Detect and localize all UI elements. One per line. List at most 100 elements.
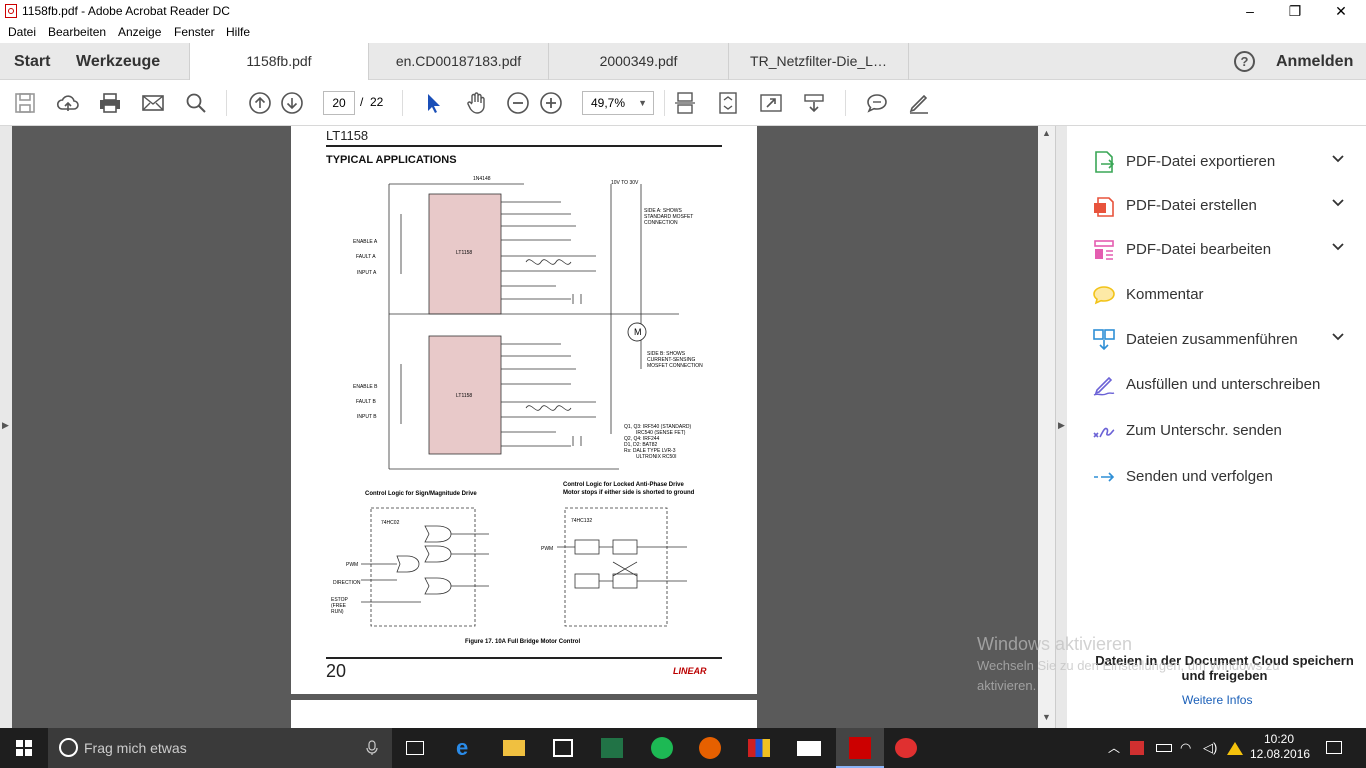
volume-icon[interactable]: ◁): [1203, 740, 1218, 755]
parts-item: IRC540 (SENSE FET): [636, 430, 686, 436]
task-view-icon[interactable]: [404, 728, 428, 768]
tab-tr-netzfilter[interactable]: TR_Netzfilter-Die_L…: [729, 43, 909, 80]
right-logic-title: Control Logic for Locked Anti-Phase Driv…: [563, 482, 684, 488]
zoom-in-icon[interactable]: [539, 91, 563, 115]
excel-icon[interactable]: [601, 728, 625, 768]
previous-page-icon[interactable]: [248, 91, 272, 115]
zoom-level-select[interactable]: 49,7%▼: [582, 91, 654, 115]
menu-hilfe[interactable]: Hilfe: [226, 25, 251, 39]
vertical-scrollbar[interactable]: ▲ ▼: [1038, 126, 1055, 728]
chevron-down-icon[interactable]: [1330, 238, 1346, 254]
next-page-icon[interactable]: [280, 91, 304, 115]
cortana-icon: [59, 738, 78, 757]
show-hidden-icons[interactable]: ︿: [1108, 741, 1121, 755]
maximize-button[interactable]: ❐: [1288, 3, 1302, 19]
tool-combine-files[interactable]: Dateien zusammenführen: [1092, 325, 1362, 355]
chevron-down-icon[interactable]: [1330, 328, 1346, 344]
read-mode-icon[interactable]: [802, 91, 826, 115]
tool-send-track[interactable]: Senden und verfolgen: [1092, 462, 1362, 492]
upload-cloud-icon[interactable]: [56, 91, 80, 115]
notification-center-icon[interactable]: [1322, 728, 1346, 768]
email-icon[interactable]: [141, 91, 165, 115]
left-pane-toggle[interactable]: ▶: [0, 126, 12, 728]
tool-send-for-signature[interactable]: Zum Unterschr. senden: [1092, 416, 1362, 446]
scroll-up-icon[interactable]: ▲: [1042, 128, 1051, 138]
tool-fill-sign[interactable]: Ausfüllen und unterschreiben: [1092, 370, 1362, 400]
file-explorer-icon[interactable]: [503, 728, 527, 768]
nav-start[interactable]: Start: [14, 53, 51, 70]
nav-tools[interactable]: Werkzeuge: [76, 53, 161, 70]
tool-export-pdf[interactable]: PDF-Datei exportieren: [1092, 147, 1362, 177]
menu-bearbeiten[interactable]: Bearbeiten: [48, 25, 107, 39]
minimize-button[interactable]: –: [1246, 3, 1254, 19]
parts-item: Q1, Q3: IRF540 (STANDARD): [624, 424, 692, 430]
mail-icon[interactable]: [797, 728, 821, 768]
fault-b-label: FAULT B: [356, 399, 376, 405]
fill-sign-icon: [1093, 376, 1115, 396]
fullscreen-icon[interactable]: [759, 91, 783, 115]
save-icon[interactable]: [13, 91, 37, 115]
spotify-icon[interactable]: [651, 728, 675, 768]
zoom-out-icon[interactable]: [506, 91, 530, 115]
signin-link[interactable]: Anmelden: [1276, 53, 1354, 70]
cloud-promo-link[interactable]: Weitere Infos: [1182, 693, 1253, 707]
menu-datei[interactable]: Datei: [8, 25, 37, 39]
taskbar: Frag mich etwas e ︿ ◠ ◁) 10:20 12.08.201…: [0, 728, 1366, 768]
print-icon[interactable]: [98, 91, 122, 115]
pdf-page: LT1158 TYPICAL APPLICATIONS LT1158 LT115…: [291, 126, 757, 694]
cloud-promo-text: Dateien in der Document Cloud speichern …: [1095, 653, 1354, 683]
tool-comment[interactable]: Kommentar: [1092, 280, 1362, 310]
app-icon[interactable]: [748, 728, 772, 768]
clock-time: 10:20: [1263, 732, 1295, 746]
start-button[interactable]: [0, 728, 48, 768]
tab-2000349[interactable]: 2000349.pdf: [549, 43, 729, 80]
menu-bar: Datei Bearbeiten Anzeige Fenster Hilfe: [0, 22, 1366, 43]
select-cursor-icon[interactable]: [421, 91, 445, 115]
wifi-icon[interactable]: ◠: [1180, 740, 1192, 755]
search-box[interactable]: Frag mich etwas: [48, 728, 392, 768]
left-logic-title: Control Logic for Sign/Magnitude Drive: [365, 491, 477, 497]
chevron-down-icon[interactable]: [1330, 194, 1346, 210]
ecs-app-icon[interactable]: [895, 728, 919, 768]
menu-fenster[interactable]: Fenster: [174, 25, 215, 39]
store-icon[interactable]: [553, 728, 577, 768]
edge-icon[interactable]: e: [456, 735, 469, 760]
enable-a-label: ENABLE A: [353, 239, 378, 245]
comment-tool-icon[interactable]: [865, 91, 889, 115]
pwm-label-left: PWM: [346, 562, 359, 568]
menu-anzeige[interactable]: Anzeige: [118, 25, 162, 39]
help-icon[interactable]: ?: [1234, 51, 1255, 72]
hand-tool-icon[interactable]: [464, 91, 488, 115]
highlight-pen-icon[interactable]: [907, 91, 931, 115]
search-icon[interactable]: [184, 91, 208, 115]
tab-1158fb[interactable]: 1158fb.pdf: [189, 43, 369, 81]
acrobat-app-icon: [5, 4, 17, 18]
activation-watermark-line: aktivieren.: [977, 678, 1037, 693]
windows-logo-icon: [16, 740, 32, 756]
tool-label: Ausfüllen und unterschreiben: [1126, 376, 1321, 393]
google-drive-icon[interactable]: [1227, 728, 1245, 768]
chevron-down-icon[interactable]: [1330, 150, 1346, 166]
battery-icon[interactable]: [1156, 728, 1174, 768]
page-number-input[interactable]: 20: [323, 91, 355, 115]
tool-edit-pdf[interactable]: PDF-Datei bearbeiten: [1092, 235, 1362, 265]
close-window-button[interactable]: ✕: [1335, 3, 1347, 19]
tool-label: Senden und verfolgen: [1126, 468, 1273, 485]
tool-create-pdf[interactable]: PDF-Datei erstellen: [1092, 191, 1362, 221]
tray-app-icon[interactable]: [1130, 728, 1148, 768]
scroll-down-icon[interactable]: ▼: [1042, 712, 1051, 722]
parts-item: Rs: DALE TYPE LVR-3: [624, 448, 676, 454]
right-pane-toggle[interactable]: ▶: [1055, 126, 1067, 728]
tools-panel: PDF-Datei exportieren PDF-Datei erstelle…: [1067, 126, 1366, 728]
input-a-label: INPUT A: [357, 270, 377, 276]
export-pdf-icon: [1095, 151, 1115, 173]
firefox-icon[interactable]: [699, 728, 723, 768]
acrobat-taskbar-icon[interactable]: [836, 728, 884, 768]
scroll-mode-icon[interactable]: [673, 91, 697, 115]
chevron-down-icon: ▼: [638, 98, 647, 108]
fit-page-icon[interactable]: [716, 91, 740, 115]
tab-en-cd00187183[interactable]: en.CD00187183.pdf: [369, 43, 549, 80]
microphone-icon[interactable]: [364, 740, 380, 756]
clock[interactable]: 10:20 12.08.2016: [1250, 728, 1310, 768]
enable-b-label: ENABLE B: [353, 384, 378, 390]
